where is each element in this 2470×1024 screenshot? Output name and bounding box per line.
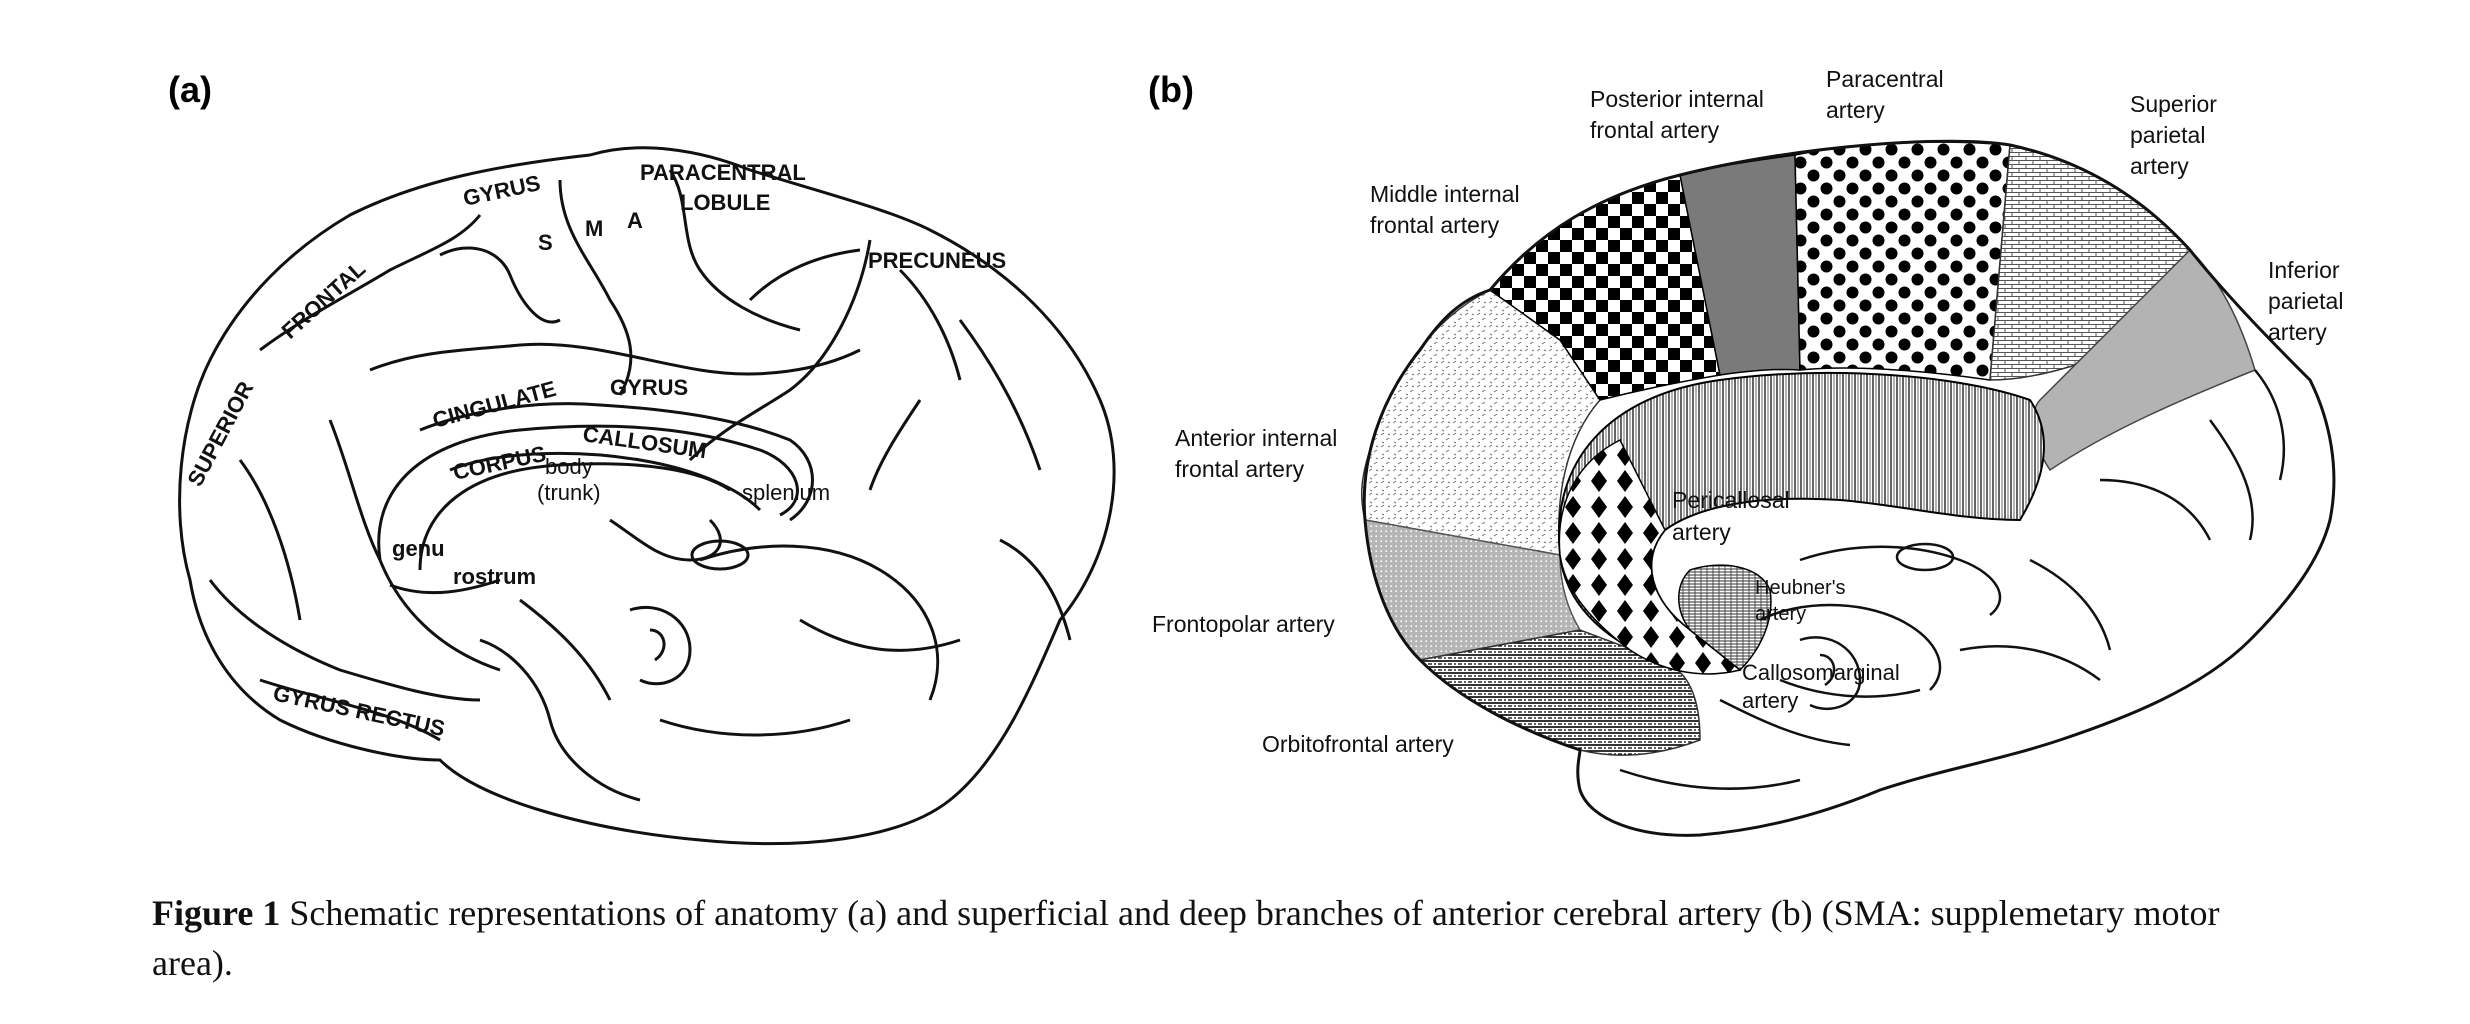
label-callosomarginal-1: Callosomarginal xyxy=(1742,660,1900,685)
figure-caption: Figure 1 Schematic representations of an… xyxy=(152,888,2302,988)
label-splenium: splenium xyxy=(742,480,830,505)
label-frontal: FRONTAL xyxy=(277,256,371,344)
label-anterior-2: frontal artery xyxy=(1175,456,1305,482)
label-paracentral: PARACENTRAL xyxy=(640,160,806,185)
label-gyrus-rectus: GYRUS RECTUS xyxy=(271,680,447,741)
label-gyrus-mid: GYRUS xyxy=(610,375,688,400)
label-gyrus-top: GYRUS xyxy=(461,170,543,211)
label-superior: SUPERIOR xyxy=(182,377,258,490)
label-heubner-2: artery xyxy=(1755,603,1806,625)
label-corpus: CORPUS xyxy=(451,441,548,485)
panel-a: (a) xyxy=(168,69,1116,846)
label-anterior-1: Anterior internal xyxy=(1175,425,1337,451)
label-posterior-2: frontal artery xyxy=(1590,117,1720,143)
label-a: A xyxy=(627,208,643,233)
label-callosomarginal-2: artery xyxy=(1742,688,1798,713)
paracentral-territory xyxy=(1794,141,2011,381)
cerebellum-a xyxy=(629,605,692,686)
label-superior-3: artery xyxy=(2130,153,2189,179)
caption-text: Schematic representations of anatomy (a)… xyxy=(152,893,2220,983)
label-middle-2: frontal artery xyxy=(1370,212,1500,238)
label-cingulate: CINGULATE xyxy=(430,376,559,433)
panel-a-letter: (a) xyxy=(168,69,212,110)
panel-b-letter: (b) xyxy=(1148,69,1194,110)
label-s: S xyxy=(538,230,553,255)
label-inferior-3: artery xyxy=(2268,319,2327,345)
label-superior-2: parietal xyxy=(2130,122,2205,148)
label-rostrum: rostrum xyxy=(453,564,536,589)
label-superior-1: Superior xyxy=(2130,91,2217,117)
label-paracentral-2: artery xyxy=(1826,97,1885,123)
thalamus-oval-b xyxy=(1895,542,1955,572)
label-inferior-1: Inferior xyxy=(2268,257,2340,283)
label-genu: genu xyxy=(392,536,445,561)
cerebellum-b xyxy=(1799,636,1862,711)
thalamus-oval-a xyxy=(690,539,750,571)
label-inferior-2: parietal xyxy=(2268,288,2343,314)
label-pericallosal-2: artery xyxy=(1672,519,1731,545)
label-posterior-1: Posterior internal xyxy=(1590,86,1764,112)
label-trunk: (trunk) xyxy=(537,480,601,505)
panel-b: (b) Posterior internal xyxy=(1148,66,2343,837)
label-body: body xyxy=(545,454,593,479)
label-lobule: LOBULE xyxy=(680,190,770,215)
label-pericallosal-1: Pericallosal xyxy=(1672,487,1790,513)
label-middle-1: Middle internal xyxy=(1370,181,1520,207)
label-heubner-1: Heubner's xyxy=(1755,577,1846,599)
brain-outline-a xyxy=(178,146,1116,846)
label-paracentral-1: Paracentral xyxy=(1826,66,1944,92)
brain-outline-b xyxy=(1362,139,2336,837)
gyri-lines-a xyxy=(208,169,1072,802)
label-m: M xyxy=(585,216,603,241)
heubner-territory xyxy=(1678,564,1772,672)
label-frontopolar: Frontopolar artery xyxy=(1152,611,1335,637)
figure-illustration: (a) xyxy=(168,66,2343,846)
label-orbitofrontal: Orbitofrontal artery xyxy=(1262,731,1454,757)
label-precuneus: PRECUNEUS xyxy=(868,248,1006,273)
corpus-callosum-a xyxy=(377,424,799,595)
caption-label: Figure 1 xyxy=(152,893,281,933)
